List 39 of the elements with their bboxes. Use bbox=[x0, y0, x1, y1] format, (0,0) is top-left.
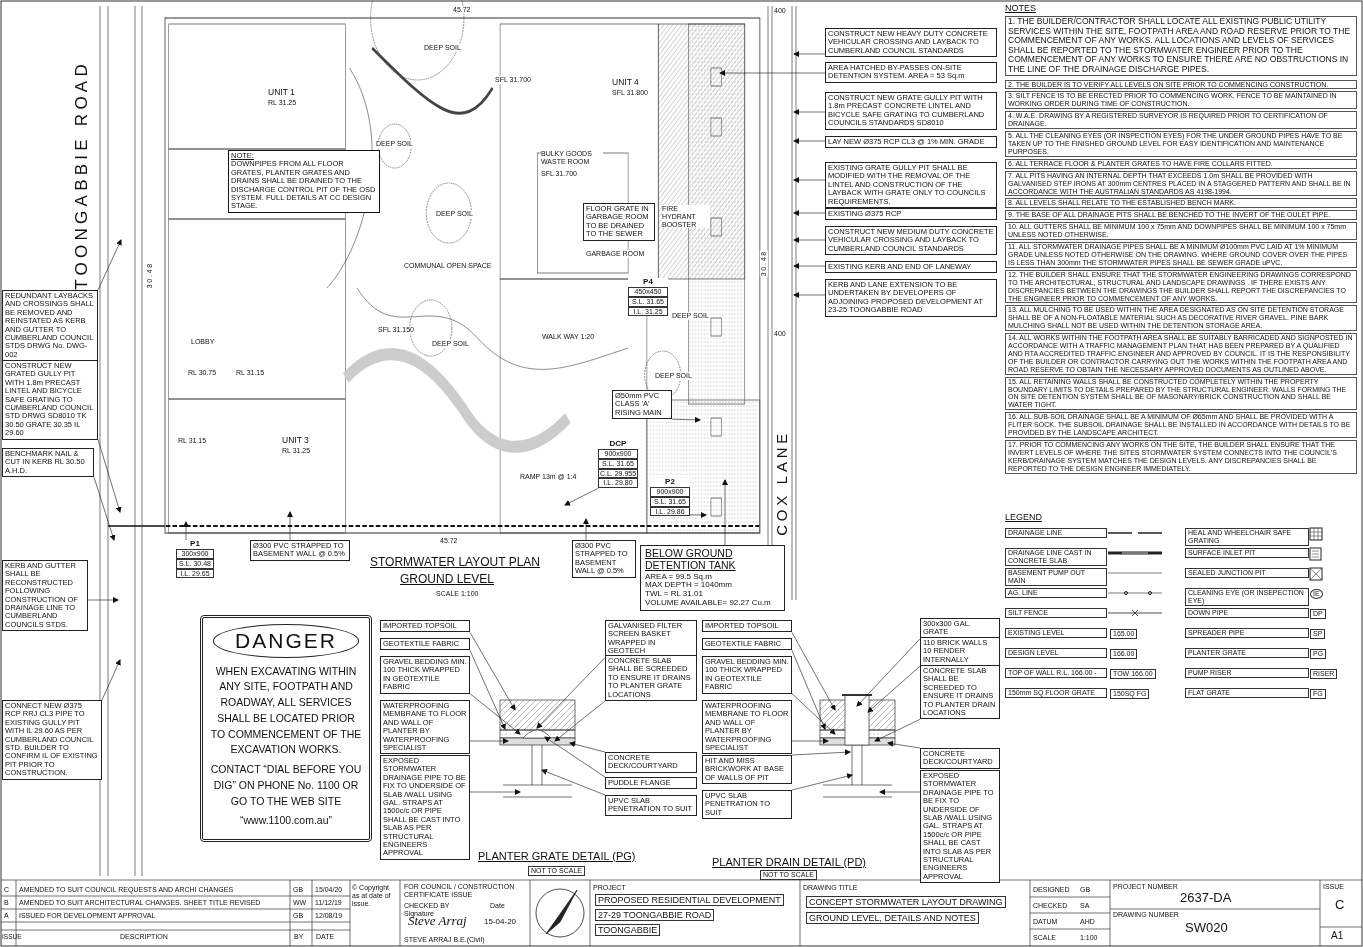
title-block-text: CONCEPT STORMWATER LAYOUT DRAWING bbox=[806, 896, 1006, 909]
pit-schedule bbox=[598, 440, 638, 489]
title-block-text: 27-29 TOONGABBIE ROAD bbox=[595, 909, 715, 922]
web-address: “www.1100.com.au” bbox=[239, 813, 333, 829]
pit-name: P4 bbox=[642, 278, 654, 287]
pit-name: DCP bbox=[608, 440, 628, 449]
legend-heading: LEGEND bbox=[1005, 512, 1042, 523]
plan-title: GROUND LEVEL bbox=[400, 573, 495, 587]
pit-name: P1 bbox=[189, 540, 201, 549]
tank-data: TWL = RL 31.01 bbox=[645, 590, 704, 600]
warning-text: WHEN EXCAVATING WITHIN ANY SITE, FOOTPATH AND ROADWAY, ALL SERVICES SHALL BE LOCATED PRIOR TO COMMENCEMENT OF THE EXCAVATION WORKS. bbox=[209, 663, 363, 758]
title-block-text: 15-04-20 bbox=[484, 918, 517, 927]
tank-panel bbox=[640, 545, 785, 612]
tank-data: VOLUME AVAILABLE= 92.27 Cu.m bbox=[645, 599, 772, 609]
tank-data: AREA = 99.5 Sq.m bbox=[645, 572, 712, 581]
title-block-text: SW020 bbox=[1185, 921, 1228, 936]
title-block-text: A1 bbox=[1331, 930, 1344, 942]
detail-title: PLANTER GRATE DETAIL (PG) bbox=[478, 850, 636, 863]
danger-sign bbox=[200, 615, 372, 842]
notes-heading: NOTES bbox=[1005, 3, 1036, 14]
tank-data: MAX DEPTH = 1040mm bbox=[645, 581, 733, 591]
room-label: UNIT 4 bbox=[612, 78, 639, 88]
tank-heading: BELOW GROUND DETENTION TANK bbox=[645, 548, 737, 572]
pit-schedule bbox=[176, 540, 214, 579]
title-block-text: PROPOSED RESIDENTIAL DEVELOPMENT bbox=[595, 894, 784, 907]
pit-name: P2 bbox=[664, 478, 676, 487]
note-text: 1. THE BUILDER/CONTRACTOR SHALL LOCATE ALL EXISTING PUBLIC UTILITY SERVICES WITHIN THE SITE, FOOTPATH AREA AND ROAD RESERVE PRIOR TO THE COMMENCEMENT OF ANY WORKS. ALL LOCATIONS AND LEVELS OF SERVICES SHALL BE REPORTED TO THE STORMWATER ENGINEER PRIOR TO THE COMMENCEMENT OF ANY WORKS TO ENSURE THERE ARE NO OBSTRUCTIONS IN THE LINE OF THE DRAINAGE DISCHARGE PIPES. bbox=[1005, 16, 1357, 76]
title-block-text: GROUND LEVEL, DETAILS AND NOTES bbox=[806, 912, 979, 925]
title-block-text: 2637-DA bbox=[1180, 891, 1232, 906]
detail-title: PLANTER DRAIN DETAIL (PD) bbox=[712, 856, 867, 869]
warning-text: CONTACT “DIAL BEFORE YOU DIG” ON PHONE No. 1100 OR GO TO THE WEB SITE bbox=[209, 762, 363, 809]
plan-title: STORMWATER LAYOUT PLAN bbox=[370, 556, 541, 570]
pit-schedule bbox=[628, 278, 668, 317]
room-label: UNIT 3 bbox=[282, 436, 309, 446]
pit-schedule bbox=[650, 478, 690, 517]
title-block-text: C bbox=[1335, 898, 1345, 913]
title-block-text: TOONGABBIE bbox=[595, 924, 661, 937]
note-panel bbox=[228, 150, 380, 213]
room-label: UNIT 1 bbox=[268, 88, 295, 98]
